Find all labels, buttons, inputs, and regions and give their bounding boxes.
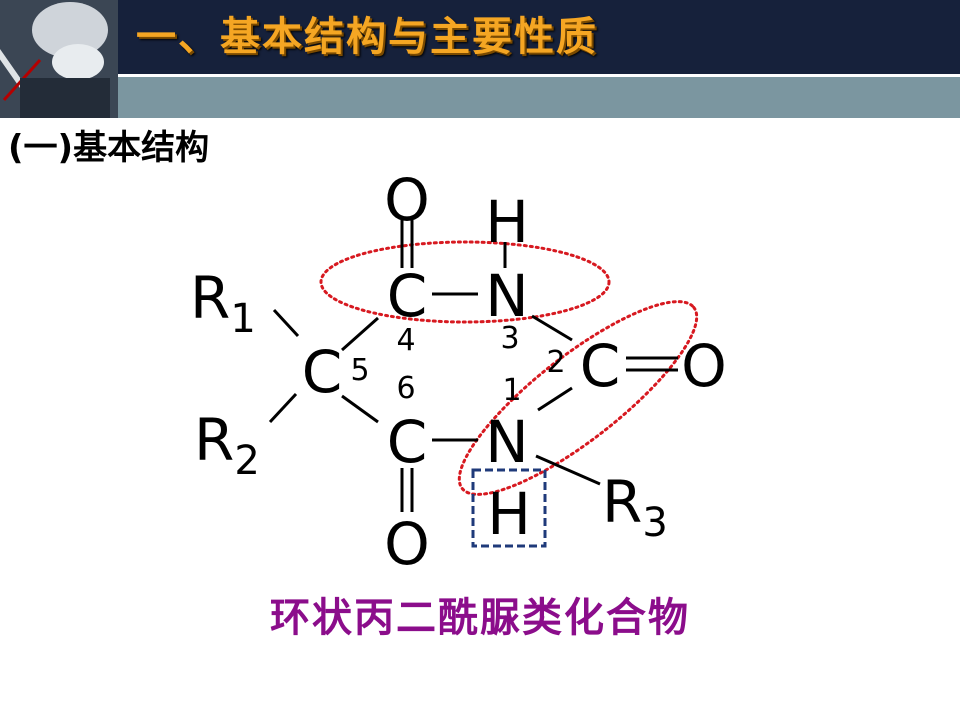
bond-r2-c5 — [268, 392, 298, 424]
atom-h-bottom: H — [487, 480, 531, 548]
atom-o-bottom: O — [384, 510, 430, 578]
substituent-r1-symbol: R — [190, 264, 230, 332]
header-banner — [118, 0, 960, 74]
bond-n1-r3 — [535, 454, 601, 486]
substituent-r1: R1 — [190, 264, 256, 342]
atom-c6: C — [387, 408, 428, 476]
section-subtitle: (一)基本结构 — [8, 128, 210, 168]
barbiturate-structure-diagram: O H C N C O C C N O H R1 R2 R3 1 2 3 4 5… — [190, 166, 727, 578]
compound-class-caption: 环状丙二酰脲类化合物 — [270, 595, 690, 641]
substituent-r1-subscript: 1 — [230, 296, 255, 342]
bond-n3-c2 — [531, 314, 573, 342]
substituent-r2: R2 — [194, 406, 260, 484]
substituent-r2-subscript: 2 — [234, 438, 259, 484]
position-6: 6 — [396, 371, 415, 406]
bond-r1-c5 — [272, 308, 300, 338]
position-5: 5 — [350, 353, 369, 388]
atom-o-top: O — [384, 166, 430, 234]
position-3: 3 — [500, 321, 519, 356]
atom-o-right: O — [681, 332, 727, 400]
atom-n3: N — [485, 262, 528, 330]
position-2: 2 — [546, 345, 565, 380]
position-4: 4 — [396, 323, 415, 358]
substituent-r3: R3 — [602, 468, 668, 546]
nh-hydrogen-box — [471, 468, 547, 548]
substituent-r3-subscript: 3 — [642, 500, 667, 546]
header-divider — [118, 74, 960, 77]
bond-c2-n1 — [537, 386, 573, 412]
atom-c2: C — [580, 332, 621, 400]
syringe-photo-icon — [0, 0, 118, 118]
header-band — [118, 77, 960, 118]
bond-c5-c4 — [341, 316, 379, 352]
atom-c4: C — [387, 262, 428, 330]
bond-c5-c6 — [341, 394, 379, 424]
header-photo — [0, 0, 118, 118]
amide-highlight-right — [457, 300, 699, 496]
atom-h-top: H — [485, 188, 529, 256]
substituent-r2-symbol: R — [194, 406, 234, 474]
substituent-r3-symbol: R — [602, 468, 642, 536]
amide-highlight-top — [319, 240, 611, 324]
atom-c5: C — [302, 338, 343, 406]
slide-title: 一、基本结构与主要性质 — [136, 14, 598, 60]
atom-n1: N — [485, 408, 528, 476]
position-1: 1 — [502, 373, 521, 408]
